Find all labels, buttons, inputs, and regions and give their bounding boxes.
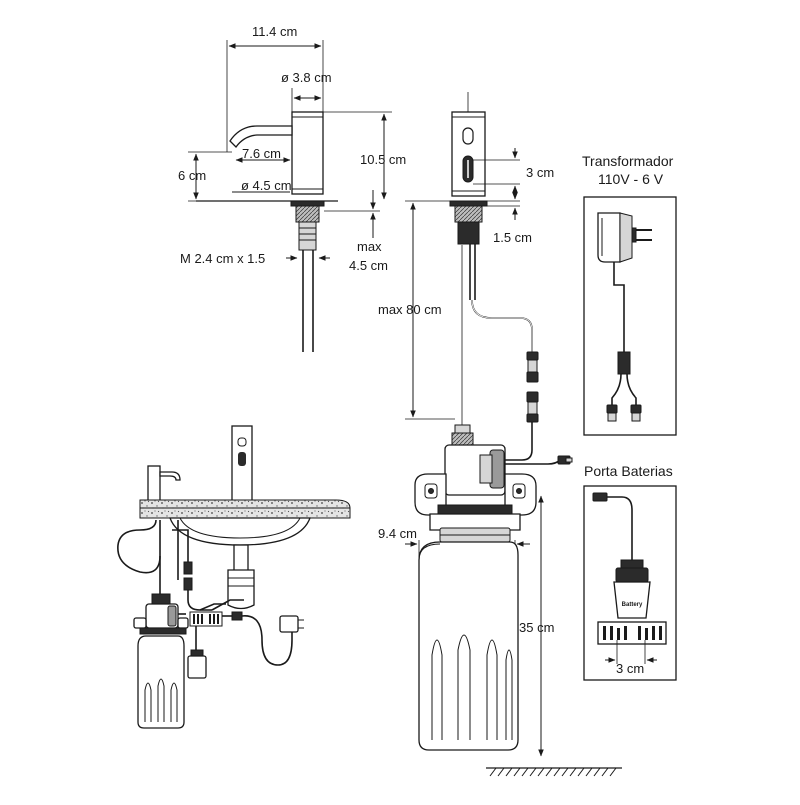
label-max-thickness-line1: max <box>357 239 382 254</box>
transformer-cable <box>613 262 625 352</box>
transformer-panel: Transformador 110V - 6 V <box>582 153 677 436</box>
sink-basin <box>169 517 311 546</box>
base-ring <box>449 200 488 207</box>
label-max-thickness-line2: 4.5 cm <box>349 258 388 273</box>
label-height: 10.5 cm <box>360 152 406 167</box>
mini-transformer-cable <box>241 615 293 666</box>
faucet-elevation: 11.4 cm ø 3.8 cm 7.6 cm ø 4.5 cm 6 cm 10… <box>178 24 406 352</box>
countertop <box>139 499 351 509</box>
label-thread: M 2.4 cm x 1.5 <box>180 251 265 266</box>
assembly-elevation: 3 cm 1.5 cm max 80 cm <box>378 92 622 777</box>
battery-text: Battery <box>622 602 643 608</box>
mini-bottle <box>137 635 185 729</box>
label-head-diameter: ø 3.8 cm <box>281 70 332 85</box>
faucet-body <box>291 111 324 195</box>
label-total-length: 11.4 cm <box>252 24 297 39</box>
label-spout-height: 6 cm <box>178 168 206 183</box>
mini-battery <box>187 655 207 679</box>
label-spout-length: 7.6 cm <box>242 146 281 161</box>
splitter <box>617 351 631 375</box>
label-base-diameter: ø 4.5 cm <box>241 178 292 193</box>
spout-faucet <box>147 465 161 503</box>
bottle-flute <box>457 634 471 740</box>
installation-illustration <box>117 425 351 729</box>
hose-loop <box>117 519 161 574</box>
label-base-ring: 1.5 cm <box>493 230 532 245</box>
connector-upper <box>526 371 539 383</box>
transformer-voltage: 110V - 6 V <box>598 171 664 187</box>
label-reservoir-height: 35 cm <box>519 620 554 635</box>
label-sensor-window: 3 cm <box>526 165 554 180</box>
label-reservoir-width: 9.4 cm <box>378 526 417 541</box>
battery-panel: Porta Baterias Battery 3 cm <box>583 463 677 681</box>
lock-nut <box>295 205 320 223</box>
label-max-hose: max 80 cm <box>378 302 442 317</box>
power-adapter <box>597 212 621 263</box>
sensor-icon <box>462 127 474 145</box>
shank <box>457 221 480 245</box>
transformer-title: Transformador <box>582 153 674 169</box>
mini-transformer <box>279 615 299 633</box>
battery-plug <box>592 492 608 502</box>
sensor-faucet-head <box>451 111 486 197</box>
battery-pack <box>613 581 651 619</box>
label-battery-spacing: 3 cm <box>616 661 644 676</box>
battery-title: Porta Baterias <box>584 463 673 479</box>
flange <box>290 200 325 207</box>
sensor-cable <box>471 299 533 352</box>
battery-cable <box>607 496 633 560</box>
faucet-spout <box>229 125 293 148</box>
threaded-shank <box>298 221 317 251</box>
connector-lower <box>526 391 539 403</box>
battery-tray <box>597 621 667 645</box>
